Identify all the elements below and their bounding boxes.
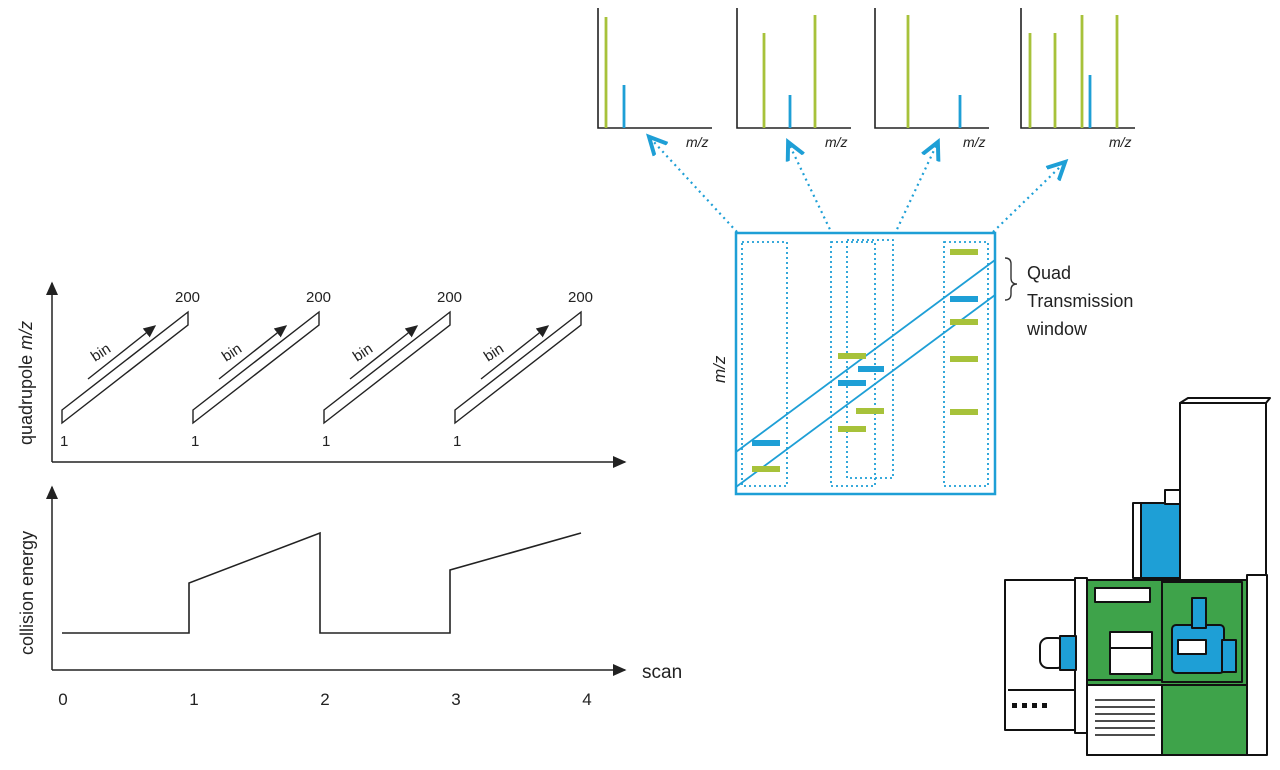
spectrum-panel-2: m/z <box>736 8 851 150</box>
window-frame <box>734 231 997 496</box>
ramp-start-label: 1 <box>60 433 68 450</box>
ion-bar <box>950 249 978 255</box>
ramp-start-label: 1 <box>453 433 461 450</box>
connector-arrow-4 <box>992 165 1062 233</box>
ion-bar <box>950 296 978 302</box>
spectrum-mz-label: m/z <box>1109 134 1132 150</box>
spectrum-axes <box>1020 8 1135 129</box>
quadrupole-plot: quadrupole m/z bin1200bin1200bin1200bin1… <box>16 281 627 468</box>
tick-label: 3 <box>451 690 460 709</box>
tick-label: 1 <box>189 690 198 709</box>
spectrum-axes <box>736 8 851 129</box>
bin-arrow-icon <box>349 325 419 380</box>
ion-bar <box>838 426 866 432</box>
spectra-panels: m/z m/z m/z m/z <box>597 8 1135 150</box>
ion-bar <box>950 319 978 325</box>
tick-labels: 0 1 2 3 4 <box>58 690 591 709</box>
ramp-parallelogram <box>61 310 189 425</box>
ion-bar <box>950 409 978 415</box>
spectrum-panel-4: m/z <box>1020 8 1135 150</box>
spectrum-mz-label: m/z <box>963 134 986 150</box>
bin-arrow-icon <box>218 325 288 380</box>
energy-x-label: scan <box>642 662 682 683</box>
spectrum-axes <box>874 8 989 129</box>
bin-outline-2 <box>830 241 876 487</box>
ramp-start-label: 1 <box>191 433 199 450</box>
ion-bar <box>856 408 884 414</box>
bin-arrow-icon <box>87 325 157 380</box>
window-mz-label: m/z <box>710 355 729 383</box>
ramp-parallelogram <box>192 310 320 425</box>
window-brace <box>1004 257 1018 301</box>
ion-bar <box>752 466 780 472</box>
spectrum-panel-3: m/z <box>874 8 989 150</box>
ion-bar <box>838 380 866 386</box>
ramp-end-label: 200 <box>306 289 331 306</box>
ramp-parallelogram <box>454 310 582 425</box>
tick-label: 2 <box>320 690 329 709</box>
spectrum-panel-1: m/z <box>597 8 712 150</box>
bin-outline-4 <box>943 241 989 487</box>
ion-bar <box>858 366 884 372</box>
ramp-end-label: 200 <box>175 289 200 306</box>
spectrum-mz-label: m/z <box>825 134 848 150</box>
spectrum-axes <box>597 8 712 129</box>
connector-arrow-1 <box>652 140 738 233</box>
tick-label: 0 <box>58 690 67 709</box>
ion-marks <box>752 249 978 472</box>
energy-y-label: collision energy <box>17 531 37 655</box>
tick-label: 4 <box>582 690 591 709</box>
transmission-line-lower <box>735 294 996 488</box>
bin-outline-3 <box>846 239 894 479</box>
window-label: Quad Transmission window <box>1026 263 1138 339</box>
ion-bar <box>950 356 978 362</box>
connector-arrow-2 <box>790 146 836 241</box>
ion-bar <box>752 440 780 446</box>
collision-energy-trace <box>62 531 582 634</box>
bin-arrow-icon <box>480 325 550 380</box>
spectrum-mz-label: m/z <box>686 134 709 150</box>
lc-ms-instrument-icon <box>1004 397 1271 756</box>
bin-outline-1 <box>741 241 788 487</box>
ramp-end-label: 200 <box>437 289 462 306</box>
ion-bar <box>838 353 866 359</box>
connector-arrows <box>652 140 1062 241</box>
connector-arrow-3 <box>891 146 936 241</box>
collision-energy-plot: collision energy scan 0 1 2 3 4 <box>17 485 682 709</box>
ramp-start-label: 1 <box>322 433 330 450</box>
ramp-parallelogram <box>323 310 451 425</box>
ramp-end-label: 200 <box>568 289 593 306</box>
quadrupole-y-label: quadrupole m/z <box>16 321 36 445</box>
quad-window-panel: m/z Quad Transmission window <box>710 231 1138 496</box>
